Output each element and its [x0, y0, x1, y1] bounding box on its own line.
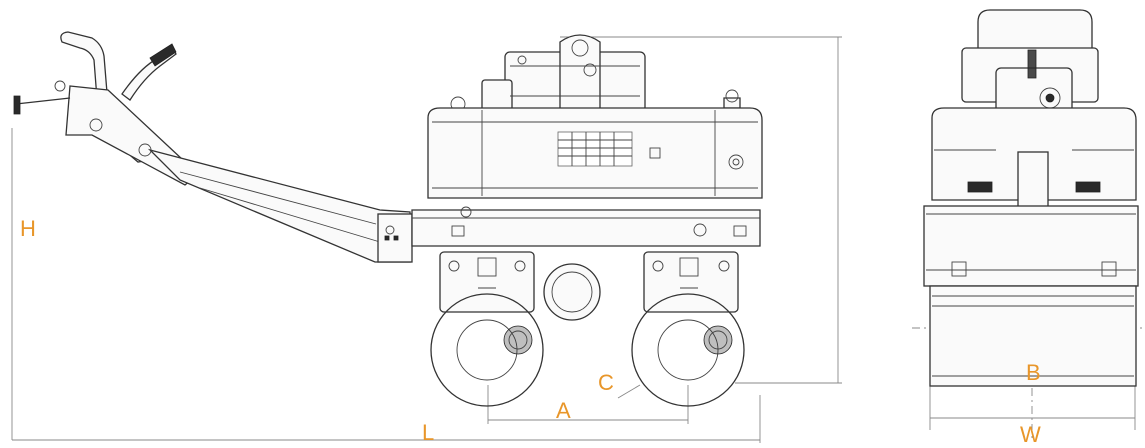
- front-view: [923, 9, 1139, 387]
- drum-width-label: B: [1026, 360, 1041, 385]
- front-drum-assembly: [631, 251, 745, 407]
- side-view: [13, 31, 763, 407]
- wheelbase-label: A: [556, 398, 571, 423]
- clearance-label: C: [598, 370, 614, 395]
- tank-body: [427, 107, 763, 199]
- handle-bar: [13, 31, 413, 263]
- chassis-frame: [411, 206, 761, 247]
- engine-housing: [450, 34, 741, 113]
- length-label: L: [422, 420, 434, 445]
- manufacturer-logo: [557, 131, 661, 167]
- rear-drum-assembly: [430, 251, 544, 407]
- dimension-label-group: H L A C B W: [20, 216, 1041, 447]
- overall-width-label: W: [1020, 422, 1041, 447]
- height-label: H: [20, 216, 36, 241]
